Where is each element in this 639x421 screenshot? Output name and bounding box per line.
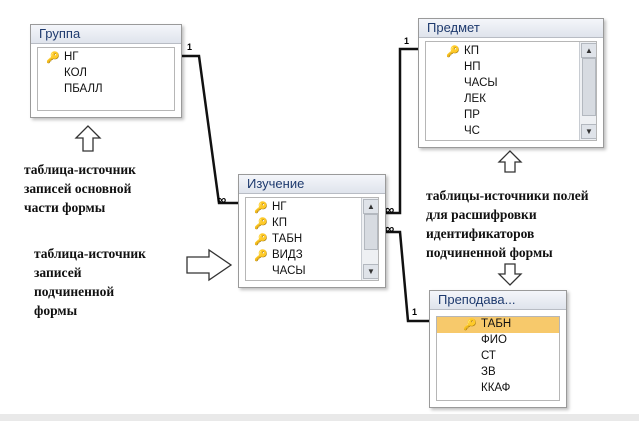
relation-line-izuchenie-prepodavatel [384,230,429,323]
primary-key-icon: 🔑 [46,52,60,64]
table-header[interactable]: Преподава... [430,291,566,310]
field-row[interactable]: ККАФ [437,381,559,397]
field-list: 🔑 КП НП ЧАСЫ ЛЕК ПР ЧС ▲ ▼ [425,41,597,141]
label-main-source: таблица-источник записей основной части … [24,162,136,215]
field-row[interactable]: 🔑 ТАБН [246,232,362,248]
field-name: НГ [64,51,79,63]
field-row[interactable]: 🔑 КП [426,44,580,60]
cardinality-one: 1 [404,36,410,46]
field-list: 🔑 НГ КОЛ ПБАЛЛ [37,47,175,111]
cardinality-many: ∞ [217,192,227,207]
field-name: ТАБН [481,318,512,330]
field-row[interactable]: 🔑 КП [246,216,362,232]
field-row[interactable]: ЧАСЫ [246,264,362,280]
field-row[interactable]: ЧС [426,124,580,140]
field-name: СТ [481,350,496,362]
field-row[interactable]: КОЛ [38,66,174,82]
field-name: ЗВ [481,366,496,378]
table-title: Преподава... [438,292,516,307]
scroll-up-arrow-icon[interactable]: ▲ [363,199,378,214]
table-gruppa[interactable]: Группа 🔑 НГ КОЛ ПБАЛЛ [30,24,182,118]
up-arrow-predmet [497,150,523,173]
table-title: Группа [39,26,81,41]
field-row[interactable]: ЛЕК [426,92,580,108]
right-arrow-sub-source [186,248,233,282]
field-row[interactable]: 🔑 ВИДЗ [246,248,362,264]
primary-key-icon: 🔑 [446,46,460,58]
field-row[interactable]: СТ [437,349,559,365]
field-name: ФИО [481,334,507,346]
field-name: ЧС [464,125,480,137]
primary-key-icon: 🔑 [254,218,268,230]
field-row[interactable]: ЧАСЫ [426,76,580,92]
table-header[interactable]: Группа [31,25,181,44]
primary-key-icon: 🔑 [463,319,477,331]
field-list: 🔑 НГ 🔑 КП 🔑 ТАБН 🔑 ВИДЗ ЧАСЫ ▲ ▼ [245,197,379,281]
field-row[interactable]: НП [426,60,580,76]
relation-line-gruppa-izuchenie [180,54,238,205]
field-row[interactable]: ЗВ [437,365,559,381]
field-name: КП [464,45,479,57]
primary-key-icon: 🔑 [254,234,268,246]
scroll-up-arrow-icon[interactable]: ▲ [581,43,596,58]
field-name: ПБАЛЛ [64,83,103,95]
cardinality-many: ∞ [385,221,395,236]
scrollbar-thumb[interactable] [364,214,378,250]
field-name: ТАБН [272,233,303,245]
table-title: Изучение [247,176,305,191]
field-name: КП [272,217,287,229]
table-title: Предмет [427,20,480,35]
field-row[interactable]: ПБАЛЛ [38,82,174,98]
scrollbar-thumb[interactable] [582,58,596,116]
field-name: ЛЕК [464,93,486,105]
field-row[interactable]: ФИО [437,333,559,349]
cardinality-many: ∞ [385,202,395,217]
label-sub-source: таблица-источник записей подчиненной фор… [34,246,146,318]
cardinality-one: 1 [187,42,193,52]
bottom-strip [0,414,639,421]
down-arrow-prepodavatel [497,263,523,286]
field-name: КОЛ [64,67,87,79]
table-header[interactable]: Предмет [419,19,603,38]
field-list: 🔑 ТАБН ФИО СТ ЗВ ККАФ [436,316,560,401]
field-row[interactable]: 🔑 НГ [246,200,362,216]
field-row-selected[interactable]: 🔑 ТАБН [437,317,559,333]
field-name: ККАФ [481,382,511,394]
relation-line-izuchenie-predmet [384,47,418,215]
cardinality-one: 1 [412,307,418,317]
field-name: НП [464,61,481,73]
up-arrow-main-source [74,125,102,152]
table-predmet[interactable]: Предмет 🔑 КП НП ЧАСЫ ЛЕК ПР ЧС ▲ [418,18,604,148]
field-name: ВИДЗ [272,249,303,261]
table-izuchenie[interactable]: Изучение 🔑 НГ 🔑 КП 🔑 ТАБН 🔑 ВИДЗ ЧАСЫ [238,174,386,288]
field-row[interactable]: 🔑 НГ [38,50,174,66]
field-name: ЧАСЫ [464,77,498,89]
field-row[interactable]: ПР [426,108,580,124]
field-name: ПР [464,109,480,121]
scrollbar[interactable]: ▲ ▼ [579,42,596,140]
label-lookup-sources: таблицы-источники полей для расшифровки … [426,188,589,260]
table-prepodavatel[interactable]: Преподава... 🔑 ТАБН ФИО СТ ЗВ ККАФ [429,290,567,408]
table-header[interactable]: Изучение [239,175,385,194]
primary-key-icon: 🔑 [254,250,268,262]
scroll-down-arrow-icon[interactable]: ▼ [581,124,596,139]
field-name: ЧАСЫ [272,265,306,277]
scroll-down-arrow-icon[interactable]: ▼ [363,264,378,279]
scrollbar[interactable]: ▲ ▼ [361,198,378,280]
primary-key-icon: 🔑 [254,202,268,214]
field-name: НГ [272,201,287,213]
